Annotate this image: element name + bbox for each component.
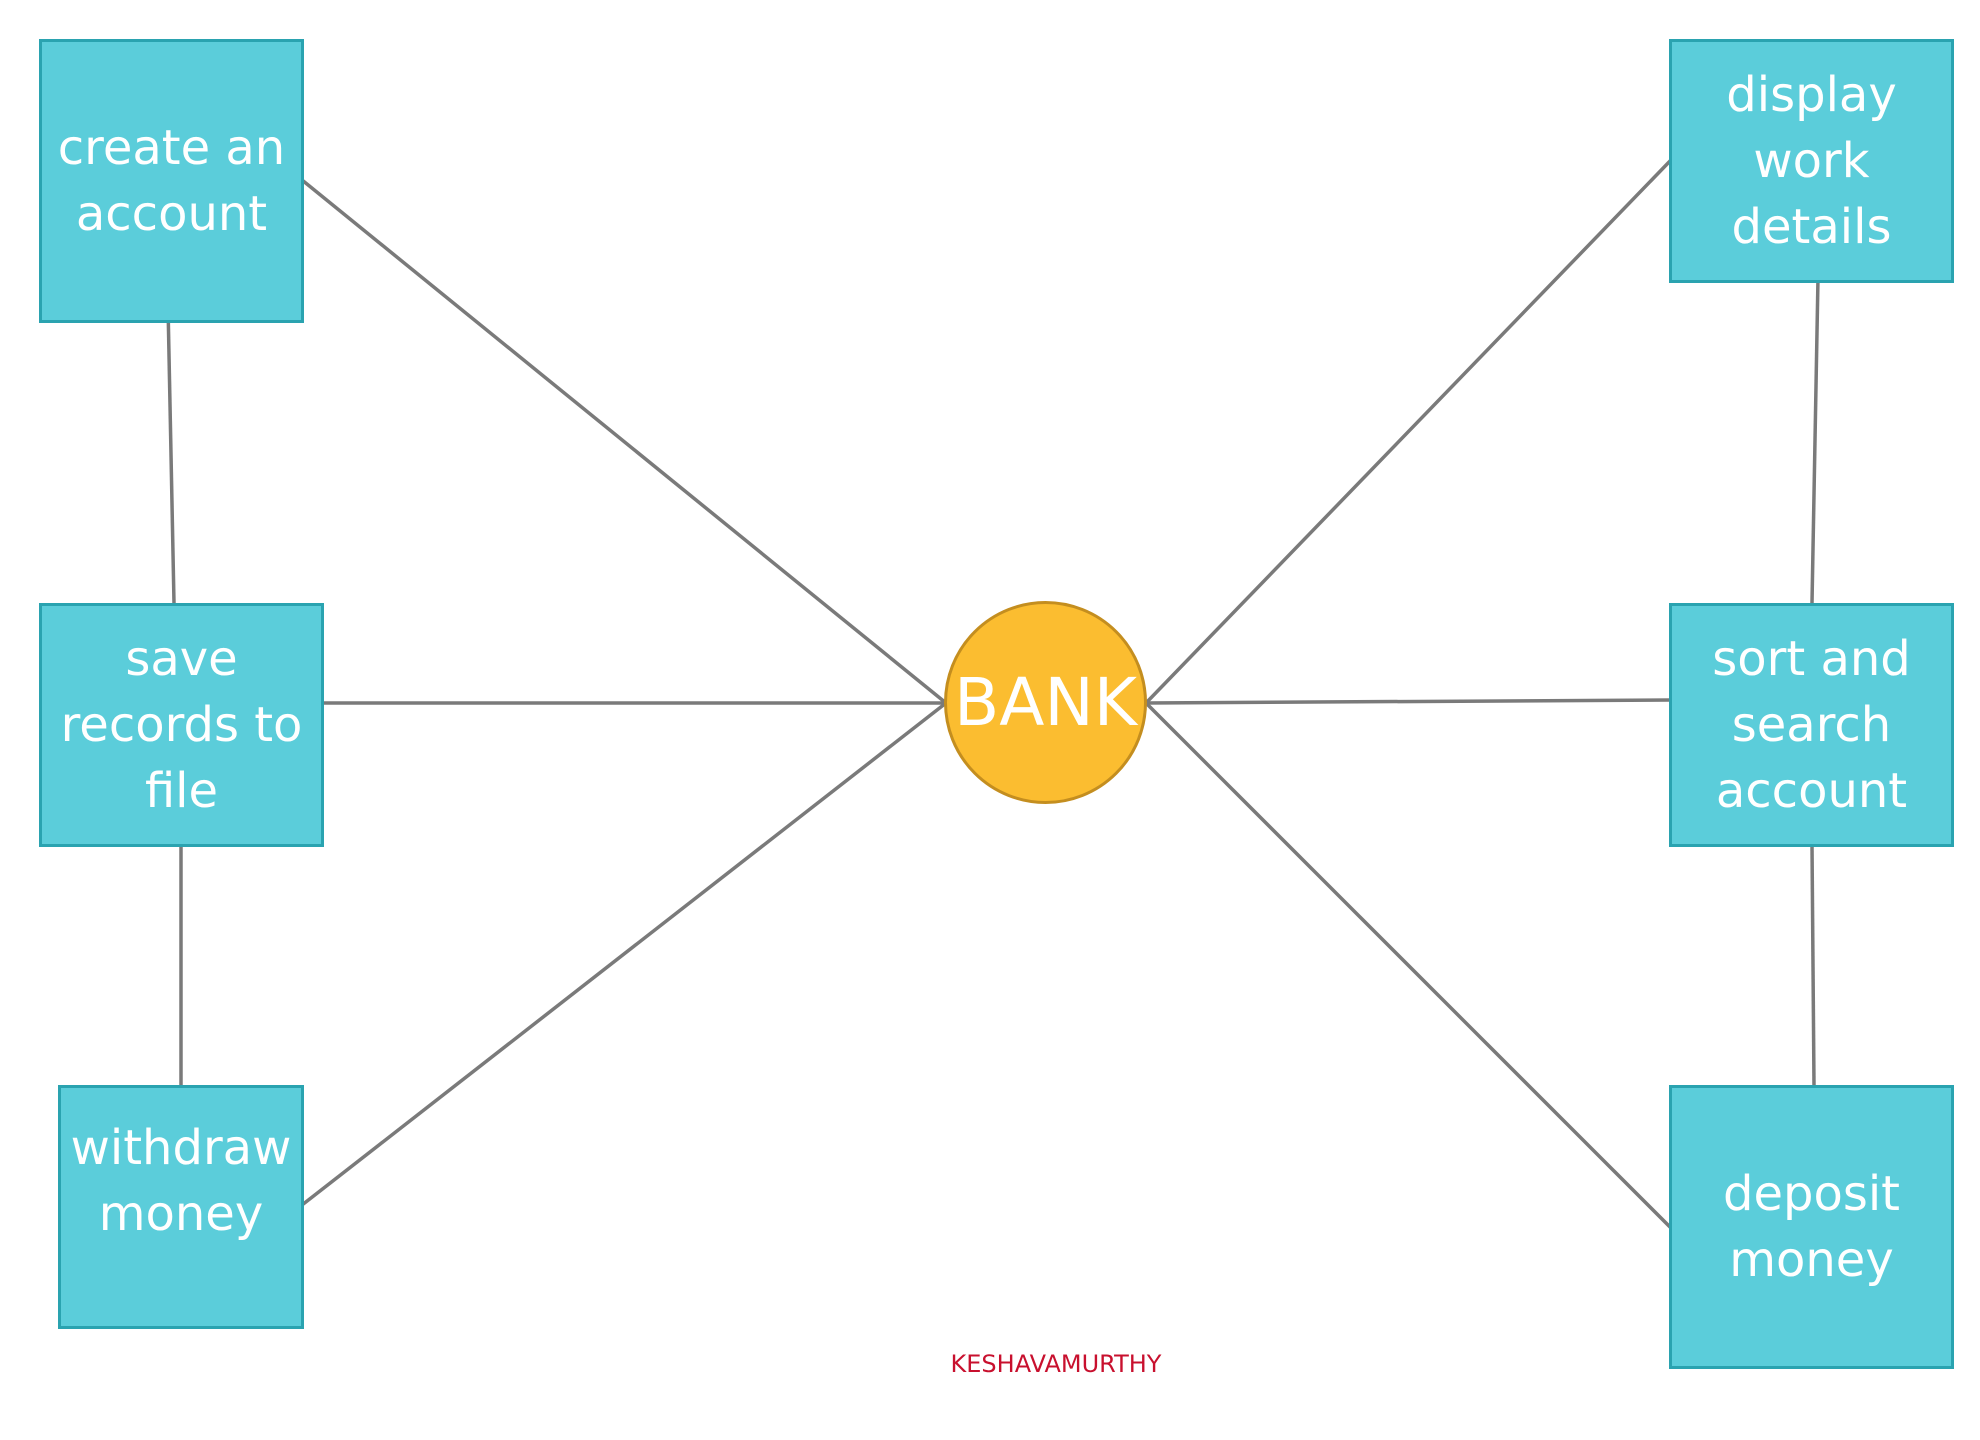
connector-withdraw-to-bank	[300, 701, 948, 1207]
node-display-work-details[interactable]: display work details	[1669, 39, 1954, 283]
node-sort-search-account-label: sort and search account	[1712, 631, 1911, 819]
connector-bank-to-deposit	[1144, 701, 1673, 1230]
node-deposit-money[interactable]: deposit money	[1669, 1085, 1954, 1369]
connector-create-to-bank	[300, 178, 948, 705]
node-save-records-label: save records to file	[60, 631, 303, 819]
connector-display-to-sort	[1810, 277, 1820, 604]
node-withdraw-money[interactable]: withdraw money	[58, 1085, 304, 1329]
connector-create-to-save	[166, 304, 176, 604]
node-bank-label: BANK	[953, 664, 1138, 741]
connector-bank-to-display	[1144, 158, 1673, 705]
node-create-account[interactable]: create an account	[39, 39, 304, 323]
node-sort-search-account[interactable]: sort and search account	[1669, 603, 1954, 847]
author-credit: KESHAVAMURTHY	[950, 1350, 1162, 1378]
node-save-records[interactable]: save records to file	[39, 603, 324, 847]
connector-bank-to-sort	[1145, 698, 1672, 705]
node-bank-hub[interactable]: BANK	[944, 601, 1147, 804]
node-withdraw-money-label: withdraw money	[70, 1120, 292, 1242]
node-display-work-details-label: display work details	[1726, 67, 1897, 255]
connector-sort-to-deposit	[1810, 844, 1816, 1086]
node-deposit-money-label: deposit money	[1723, 1166, 1900, 1288]
node-create-account-label: create an account	[57, 120, 286, 242]
